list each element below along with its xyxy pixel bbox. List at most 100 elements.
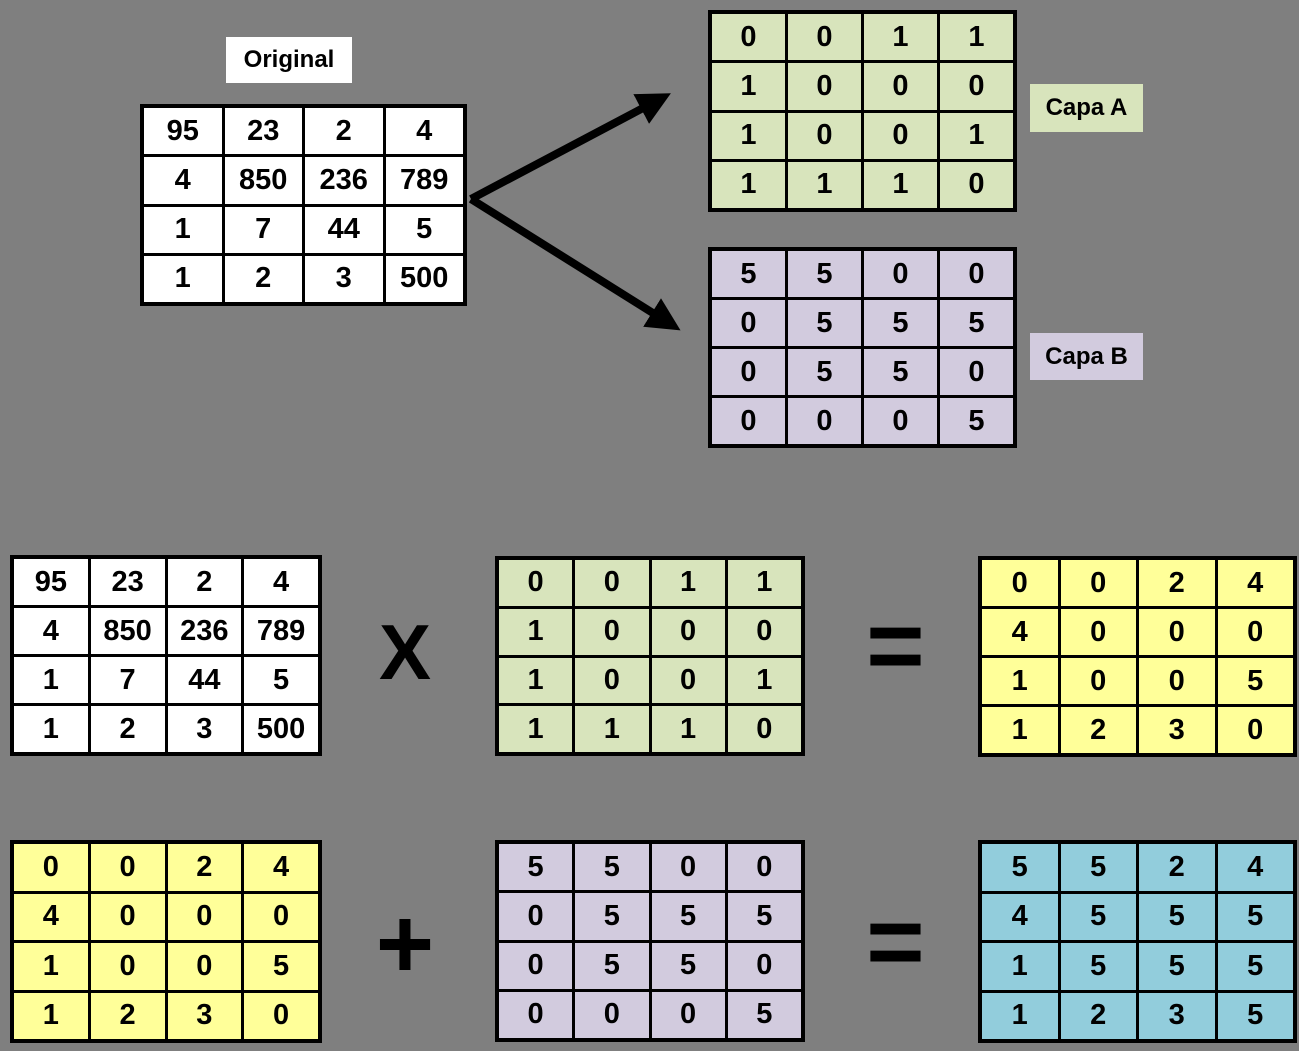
- matrix-cell: 0: [90, 943, 165, 990]
- matrix-cell: 5: [1139, 943, 1215, 990]
- matrix-cell: 789: [244, 608, 318, 654]
- matrix-cell: 0: [651, 991, 725, 1038]
- matrix-cell: 0: [864, 63, 937, 110]
- matrix-cell: 4: [144, 157, 222, 204]
- matrix-cell: 3: [167, 992, 242, 1039]
- matrix-cell: 2: [1060, 992, 1136, 1039]
- matrix-cell: 2: [1139, 844, 1215, 891]
- matrix-cell: 7: [224, 206, 302, 253]
- matrix-cell: 5: [788, 300, 861, 346]
- matrix-cell: 1: [982, 707, 1058, 753]
- matrix-cell: 2: [1060, 707, 1136, 753]
- matrix-cell: 1: [14, 657, 88, 703]
- matrix-cell: 1: [982, 992, 1058, 1039]
- matrix-cell: 1: [499, 706, 573, 752]
- matrix-cell: 2: [90, 706, 165, 752]
- matrix-cell: 5: [788, 349, 861, 395]
- matrix-cell: 23: [90, 559, 165, 605]
- matrix-cell: 0: [651, 608, 725, 655]
- matrix-cell: 1: [712, 112, 785, 159]
- matrix-cell: 95: [14, 559, 88, 605]
- matrix-cell: 0: [982, 560, 1058, 606]
- matrix-cell: 5: [575, 844, 649, 891]
- matrix-cell: 2: [167, 844, 242, 891]
- row2-equals-operator: =: [866, 590, 925, 702]
- matrix-cell: 0: [712, 14, 785, 61]
- matrix-cell: 500: [385, 255, 463, 302]
- matrix-cell: 1: [144, 206, 222, 253]
- capa-b-label: Capa B: [1030, 333, 1143, 380]
- matrix-cell: 1: [982, 658, 1058, 704]
- matrix-cell: 0: [244, 893, 318, 940]
- matrix-cell: 1: [727, 560, 801, 606]
- matrix-cell: 5: [1060, 844, 1136, 891]
- matrix-cell: 5: [864, 349, 937, 395]
- matrix-cell: 2: [224, 255, 302, 302]
- matrix-cell: 500: [244, 706, 318, 752]
- matrix-cell: 0: [575, 560, 649, 606]
- matrix-cell: 1: [575, 706, 649, 752]
- matrix-cell: 0: [575, 991, 649, 1038]
- matrix-cell: 5: [1217, 943, 1293, 990]
- matrix-cell: 0: [651, 844, 725, 891]
- matrix-cell: 44: [167, 657, 242, 703]
- matrix-cell: 0: [788, 14, 861, 61]
- matrix-cell: 850: [90, 608, 165, 654]
- matrix-cell: 3: [167, 706, 242, 752]
- matrix-cell: 0: [1217, 609, 1293, 655]
- matrix-cell: 5: [1139, 893, 1215, 940]
- matrix-cell: 5: [1060, 943, 1136, 990]
- capa-a-label: Capa A: [1030, 84, 1143, 132]
- matrix-cell: 5: [651, 893, 725, 940]
- matrix-cell: 1: [727, 657, 801, 704]
- matrix-cell: 0: [712, 398, 785, 444]
- matrix-cell: 0: [788, 112, 861, 159]
- matrix-cell: 0: [712, 300, 785, 346]
- matrix-cell: 5: [575, 942, 649, 989]
- matrix-cell: 1: [788, 161, 861, 208]
- matrix-cell: 1: [712, 161, 785, 208]
- matrix-cell: 0: [727, 942, 801, 989]
- matrix-cell: 1: [940, 14, 1013, 61]
- matrix-cell: 23: [224, 108, 302, 155]
- matrix-cell: 3: [305, 255, 383, 302]
- matrix-cell: 4: [14, 893, 88, 940]
- matrix-cell: 1: [499, 657, 573, 704]
- matrix-cell: 1: [982, 943, 1058, 990]
- matrix-cell: 5: [727, 893, 801, 940]
- matrix-cell: 0: [940, 349, 1013, 395]
- matrix-cell: 5: [244, 657, 318, 703]
- matrix-cell: 5: [727, 991, 801, 1038]
- matrix-cell: 1: [144, 255, 222, 302]
- matrix-cell: 0: [727, 844, 801, 891]
- matrix-cell: 0: [1139, 609, 1215, 655]
- matrix-cell: 0: [575, 657, 649, 704]
- matrix-cell: 236: [305, 157, 383, 204]
- matrix-cell: 4: [244, 559, 318, 605]
- matrix-cell: 1: [14, 706, 88, 752]
- matrix-cell: 2: [90, 992, 165, 1039]
- matrix-cell: 1: [14, 943, 88, 990]
- matrix-cell: 0: [1060, 560, 1136, 606]
- multiply-operator: X: [378, 608, 432, 696]
- matrix-cell: 0: [499, 893, 573, 940]
- arrow-to-capa-b: [468, 195, 681, 331]
- matrix-cell: 0: [1060, 658, 1136, 704]
- matrix-cell: 5: [940, 300, 1013, 346]
- matrix-cell: 5: [940, 398, 1013, 444]
- matrix-cell: 0: [712, 349, 785, 395]
- matrix-cell: 0: [864, 112, 937, 159]
- matrix-cell: 0: [1139, 658, 1215, 704]
- matrix-cell: 0: [575, 608, 649, 655]
- matrix-cell: 0: [1060, 609, 1136, 655]
- matrix-cell: 1: [14, 992, 88, 1039]
- matrix-cell: 0: [167, 893, 242, 940]
- matrix-cell: 5: [244, 943, 318, 990]
